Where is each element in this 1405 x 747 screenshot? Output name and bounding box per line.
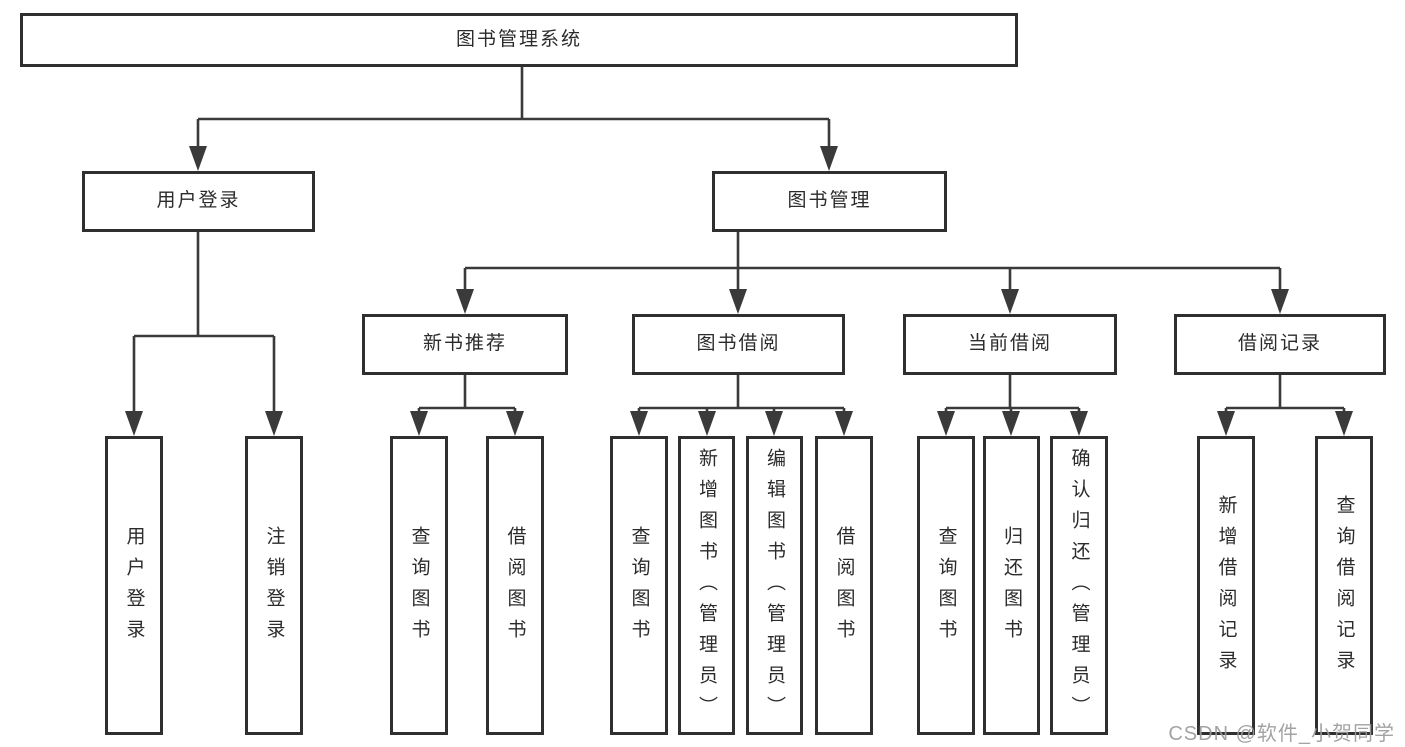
edge-root-to-level2 [196, 67, 831, 148]
node-new-book-recommendation: 新书推荐 [362, 314, 568, 375]
arrow-down-icon [265, 411, 283, 436]
edge-bookmgmt-to-level3 [463, 232, 1282, 291]
node-book-borrowing: 图书借阅 [632, 314, 845, 375]
node-current-borrowing: 当前借阅 [903, 314, 1117, 375]
arrow-down-icon [630, 411, 648, 436]
leaf-borrow-books-recommendation: 借阅图书 [486, 436, 544, 735]
edge-newbookrec-to-leaves [417, 375, 517, 413]
node-user-login: 用户登录 [82, 171, 315, 232]
arrow-down-icon [506, 411, 524, 436]
node-root-system: 图书管理系统 [20, 13, 1018, 67]
arrow-down-icon [765, 411, 783, 436]
arrow-down-icon [410, 411, 428, 436]
arrow-down-icon [1070, 411, 1088, 436]
leaf-confirm-return-admin: 确认归还（管理员） [1050, 436, 1108, 735]
arrow-down-icon [1271, 289, 1289, 314]
leaf-user-login: 用户登录 [105, 436, 163, 735]
leaf-return-books: 归还图书 [983, 436, 1040, 735]
arrow-down-icon [189, 146, 207, 171]
arrow-down-icon [1217, 411, 1235, 436]
arrow-down-icon [835, 411, 853, 436]
leaf-add-borrowing-record: 新增借阅记录 [1197, 436, 1255, 735]
arrow-down-icon [698, 411, 716, 436]
leaf-query-borrowing-record: 查询借阅记录 [1315, 436, 1373, 735]
edge-currentborrow-to-leaves [944, 375, 1081, 413]
arrow-down-icon [1001, 289, 1019, 314]
leaf-logout: 注销登录 [245, 436, 303, 735]
leaf-query-books-borrowing: 查询图书 [610, 436, 668, 735]
arrow-down-icon [937, 411, 955, 436]
arrow-down-icon [1002, 411, 1020, 436]
edge-borrowrecords-to-leaves [1224, 375, 1346, 413]
arrow-down-icon [1335, 411, 1353, 436]
leaf-borrow-books: 借阅图书 [815, 436, 873, 735]
edge-userlogin-to-leaves [132, 232, 276, 413]
arrow-down-icon [456, 289, 474, 314]
leaf-query-books-current: 查询图书 [917, 436, 975, 735]
arrow-down-icon [729, 289, 747, 314]
leaf-add-books-admin: 新增图书（管理员） [678, 436, 735, 735]
node-book-management: 图书管理 [712, 171, 947, 232]
edge-bookborrow-to-leaves [637, 375, 846, 413]
leaf-query-books-recommendation: 查询图书 [390, 436, 448, 735]
watermark: CSDN @软件_小贺同学 [1168, 723, 1395, 745]
arrow-down-icon [820, 146, 838, 171]
node-borrowing-records: 借阅记录 [1174, 314, 1386, 375]
leaf-edit-books-admin: 编辑图书（管理员） [746, 436, 803, 735]
arrow-down-icon [125, 411, 143, 436]
